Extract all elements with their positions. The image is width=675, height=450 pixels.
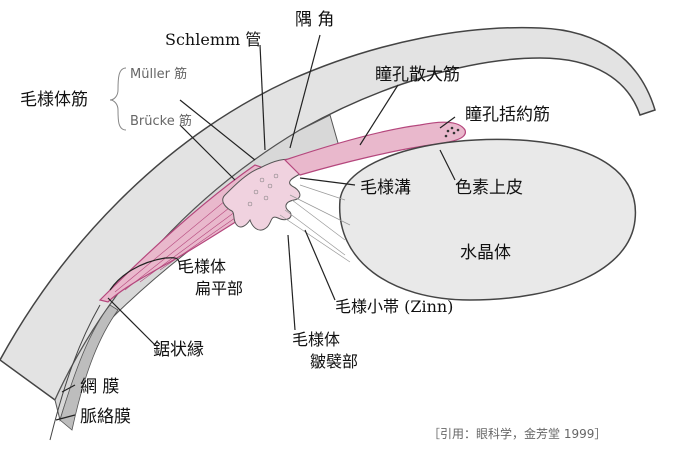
label-choroid: 脈絡膜 bbox=[80, 407, 131, 427]
label-zinn: 毛様小帯 (Zinn) bbox=[335, 297, 453, 316]
choroid-band bbox=[59, 304, 119, 431]
label-ora-serrata: 鋸状縁 bbox=[153, 340, 204, 360]
label-pars-plicata-2: 皺襞部 bbox=[310, 352, 358, 371]
label-pars-plana-1: 毛様体 bbox=[178, 257, 226, 276]
pointer-lines bbox=[55, 34, 456, 421]
label-pigment-epithelium: 色素上皮 bbox=[455, 178, 523, 198]
sphincter-dots bbox=[444, 126, 460, 138]
label-pars-plicata-1: 毛様体 bbox=[292, 330, 340, 349]
ciliary-brace bbox=[109, 67, 127, 131]
iris bbox=[283, 121, 466, 176]
retina-line bbox=[49, 304, 101, 441]
label-dilator: 瞳孔散大筋 bbox=[375, 65, 460, 85]
zonule-fibers bbox=[279, 184, 351, 263]
label-brucke: Brücke 筋 bbox=[130, 113, 192, 129]
lens bbox=[339, 138, 637, 301]
label-ciliary-groove: 毛様溝 bbox=[360, 178, 411, 198]
label-retina: 網 膜 bbox=[80, 377, 119, 397]
label-ciliary-body: 毛様体筋 bbox=[20, 90, 88, 110]
label-pars-plana-2: 扁平部 bbox=[195, 279, 243, 298]
label-schlemm: Schlemm 管 bbox=[165, 30, 261, 49]
label-lens: 水晶体 bbox=[460, 243, 511, 263]
tissue-stipple bbox=[247, 173, 279, 207]
label-muller: Müller 筋 bbox=[130, 66, 187, 82]
label-angle: 隅 角 bbox=[295, 10, 334, 30]
label-sphincter: 瞳孔括約筋 bbox=[465, 105, 550, 125]
citation: ［引用：眼科学，金芳堂 1999］ bbox=[428, 426, 606, 441]
